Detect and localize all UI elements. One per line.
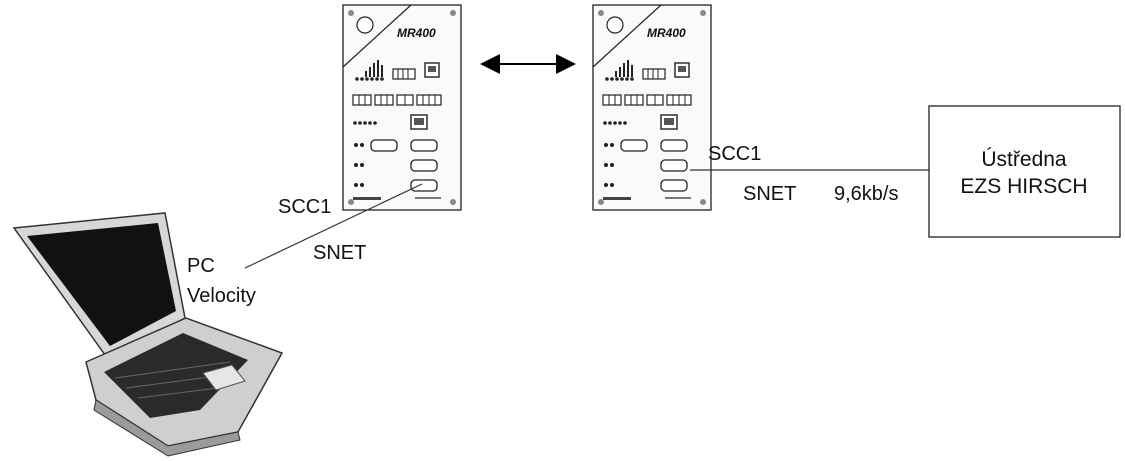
mr400-device-right: MR400 bbox=[593, 5, 711, 210]
panel-title-line2: EZS HIRSCH bbox=[960, 175, 1087, 198]
label-snet-right: SNET bbox=[743, 183, 796, 205]
laptop-illustration bbox=[14, 213, 282, 456]
panel-box bbox=[929, 106, 1120, 237]
device-model-right: MR400 bbox=[647, 26, 686, 40]
label-snet-left: SNET bbox=[313, 242, 366, 264]
label-scc1-left: SCC1 bbox=[278, 196, 331, 218]
label-baud-rate: 9,6kb/s bbox=[834, 183, 898, 205]
panel-title-line1: Ústředna bbox=[981, 148, 1067, 171]
label-pc: PC bbox=[187, 255, 215, 277]
device-model-left: MR400 bbox=[397, 26, 436, 40]
label-scc1-right: SCC1 bbox=[708, 143, 761, 165]
mr400-device-left: MR400 bbox=[343, 5, 461, 210]
label-velocity: Velocity bbox=[187, 285, 256, 307]
